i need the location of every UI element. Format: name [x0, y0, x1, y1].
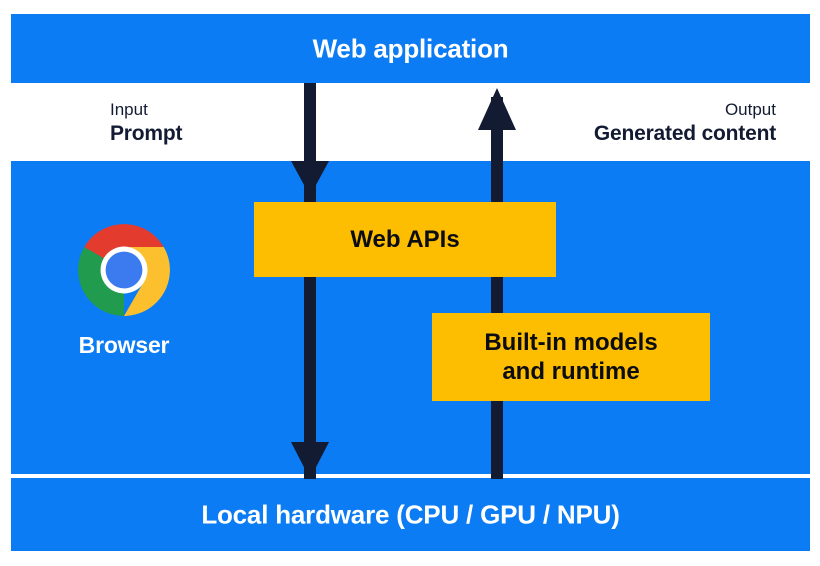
input-flow-label: Input Prompt — [110, 100, 183, 146]
input-value-label: Prompt — [110, 121, 183, 145]
box-web-apis[interactable]: Web APIs — [254, 202, 556, 277]
web-application-title: Web application — [312, 33, 509, 63]
input-kind-label: Input — [110, 100, 148, 119]
built-in-models-line-1: Built-in models — [484, 328, 658, 356]
output-value-label: Generated content — [593, 121, 776, 145]
local-hardware-title: Local hardware (CPU / GPU / NPU) — [201, 499, 620, 529]
output-kind-label: Output — [724, 100, 776, 119]
web-apis-label: Web APIs — [350, 225, 460, 253]
output-arrowhead — [478, 88, 516, 130]
browser-identity-group: Browser — [62, 224, 186, 359]
browser-label: Browser — [78, 332, 170, 358]
output-flow-label: Output Generated content — [594, 100, 776, 146]
built-in-models-label: Built-in models and runtime — [484, 328, 657, 387]
box-built-in-models[interactable]: Built-in models and runtime — [432, 313, 710, 401]
panel-local-hardware: Local hardware (CPU / GPU / NPU) — [11, 478, 810, 551]
panel-web-application: Web application — [11, 14, 810, 83]
built-in-models-line-2: and runtime — [502, 358, 640, 385]
chrome-logo-icon — [78, 224, 170, 316]
